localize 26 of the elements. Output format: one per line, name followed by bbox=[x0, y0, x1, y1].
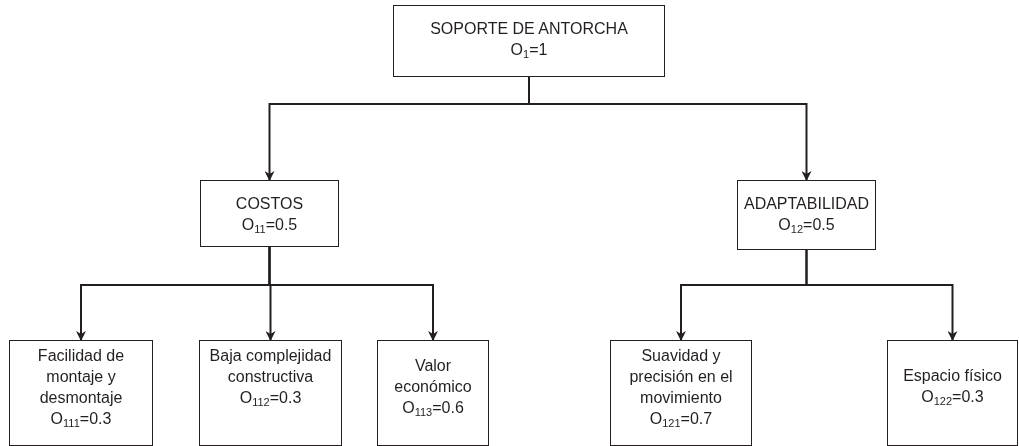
criterion-name: COSTOS bbox=[235, 194, 304, 214]
weight-value: O$_{1}$=1 bbox=[510, 40, 548, 60]
criterion-name: SOPORTE DE ANTORCHA bbox=[430, 19, 628, 39]
criterion-box bbox=[610, 340, 752, 446]
weight-value: O$_{12}$=0.5 bbox=[778, 215, 835, 235]
criterion-box bbox=[377, 340, 489, 446]
criterion-name: Baja complejidad constructiva bbox=[208, 346, 333, 387]
weight-value: O$_{11}$=0.5 bbox=[241, 215, 298, 235]
criterion-box bbox=[737, 180, 876, 250]
weight-value: O$_{113}$=0.6 bbox=[402, 398, 464, 418]
connector-arrow bbox=[805, 249, 958, 341]
weight-value: O$_{121}$=0.7 bbox=[649, 409, 713, 429]
criterion-name: Suavidad y precisión en el movimiento bbox=[628, 346, 734, 408]
criterion-name: Espacio físico bbox=[903, 366, 1002, 386]
criterion-box bbox=[393, 5, 665, 77]
criterion-box bbox=[9, 340, 153, 446]
weight-value: O$_{112}$=0.3 bbox=[239, 388, 302, 408]
criterion-name: ADAPTABILIDAD bbox=[743, 194, 870, 214]
criterion-box bbox=[887, 340, 1018, 446]
criterion-box bbox=[199, 340, 342, 446]
weight-value: O$_{122}$=0.3 bbox=[921, 387, 984, 407]
criterion-name: Facilidad de montaje y desmontaje bbox=[36, 346, 126, 408]
connector-arrow bbox=[268, 246, 438, 341]
criterion-box bbox=[200, 180, 339, 247]
criterion-name: Valor económico bbox=[393, 356, 473, 397]
weight-value: O$_{111}$=0.3 bbox=[50, 409, 112, 429]
